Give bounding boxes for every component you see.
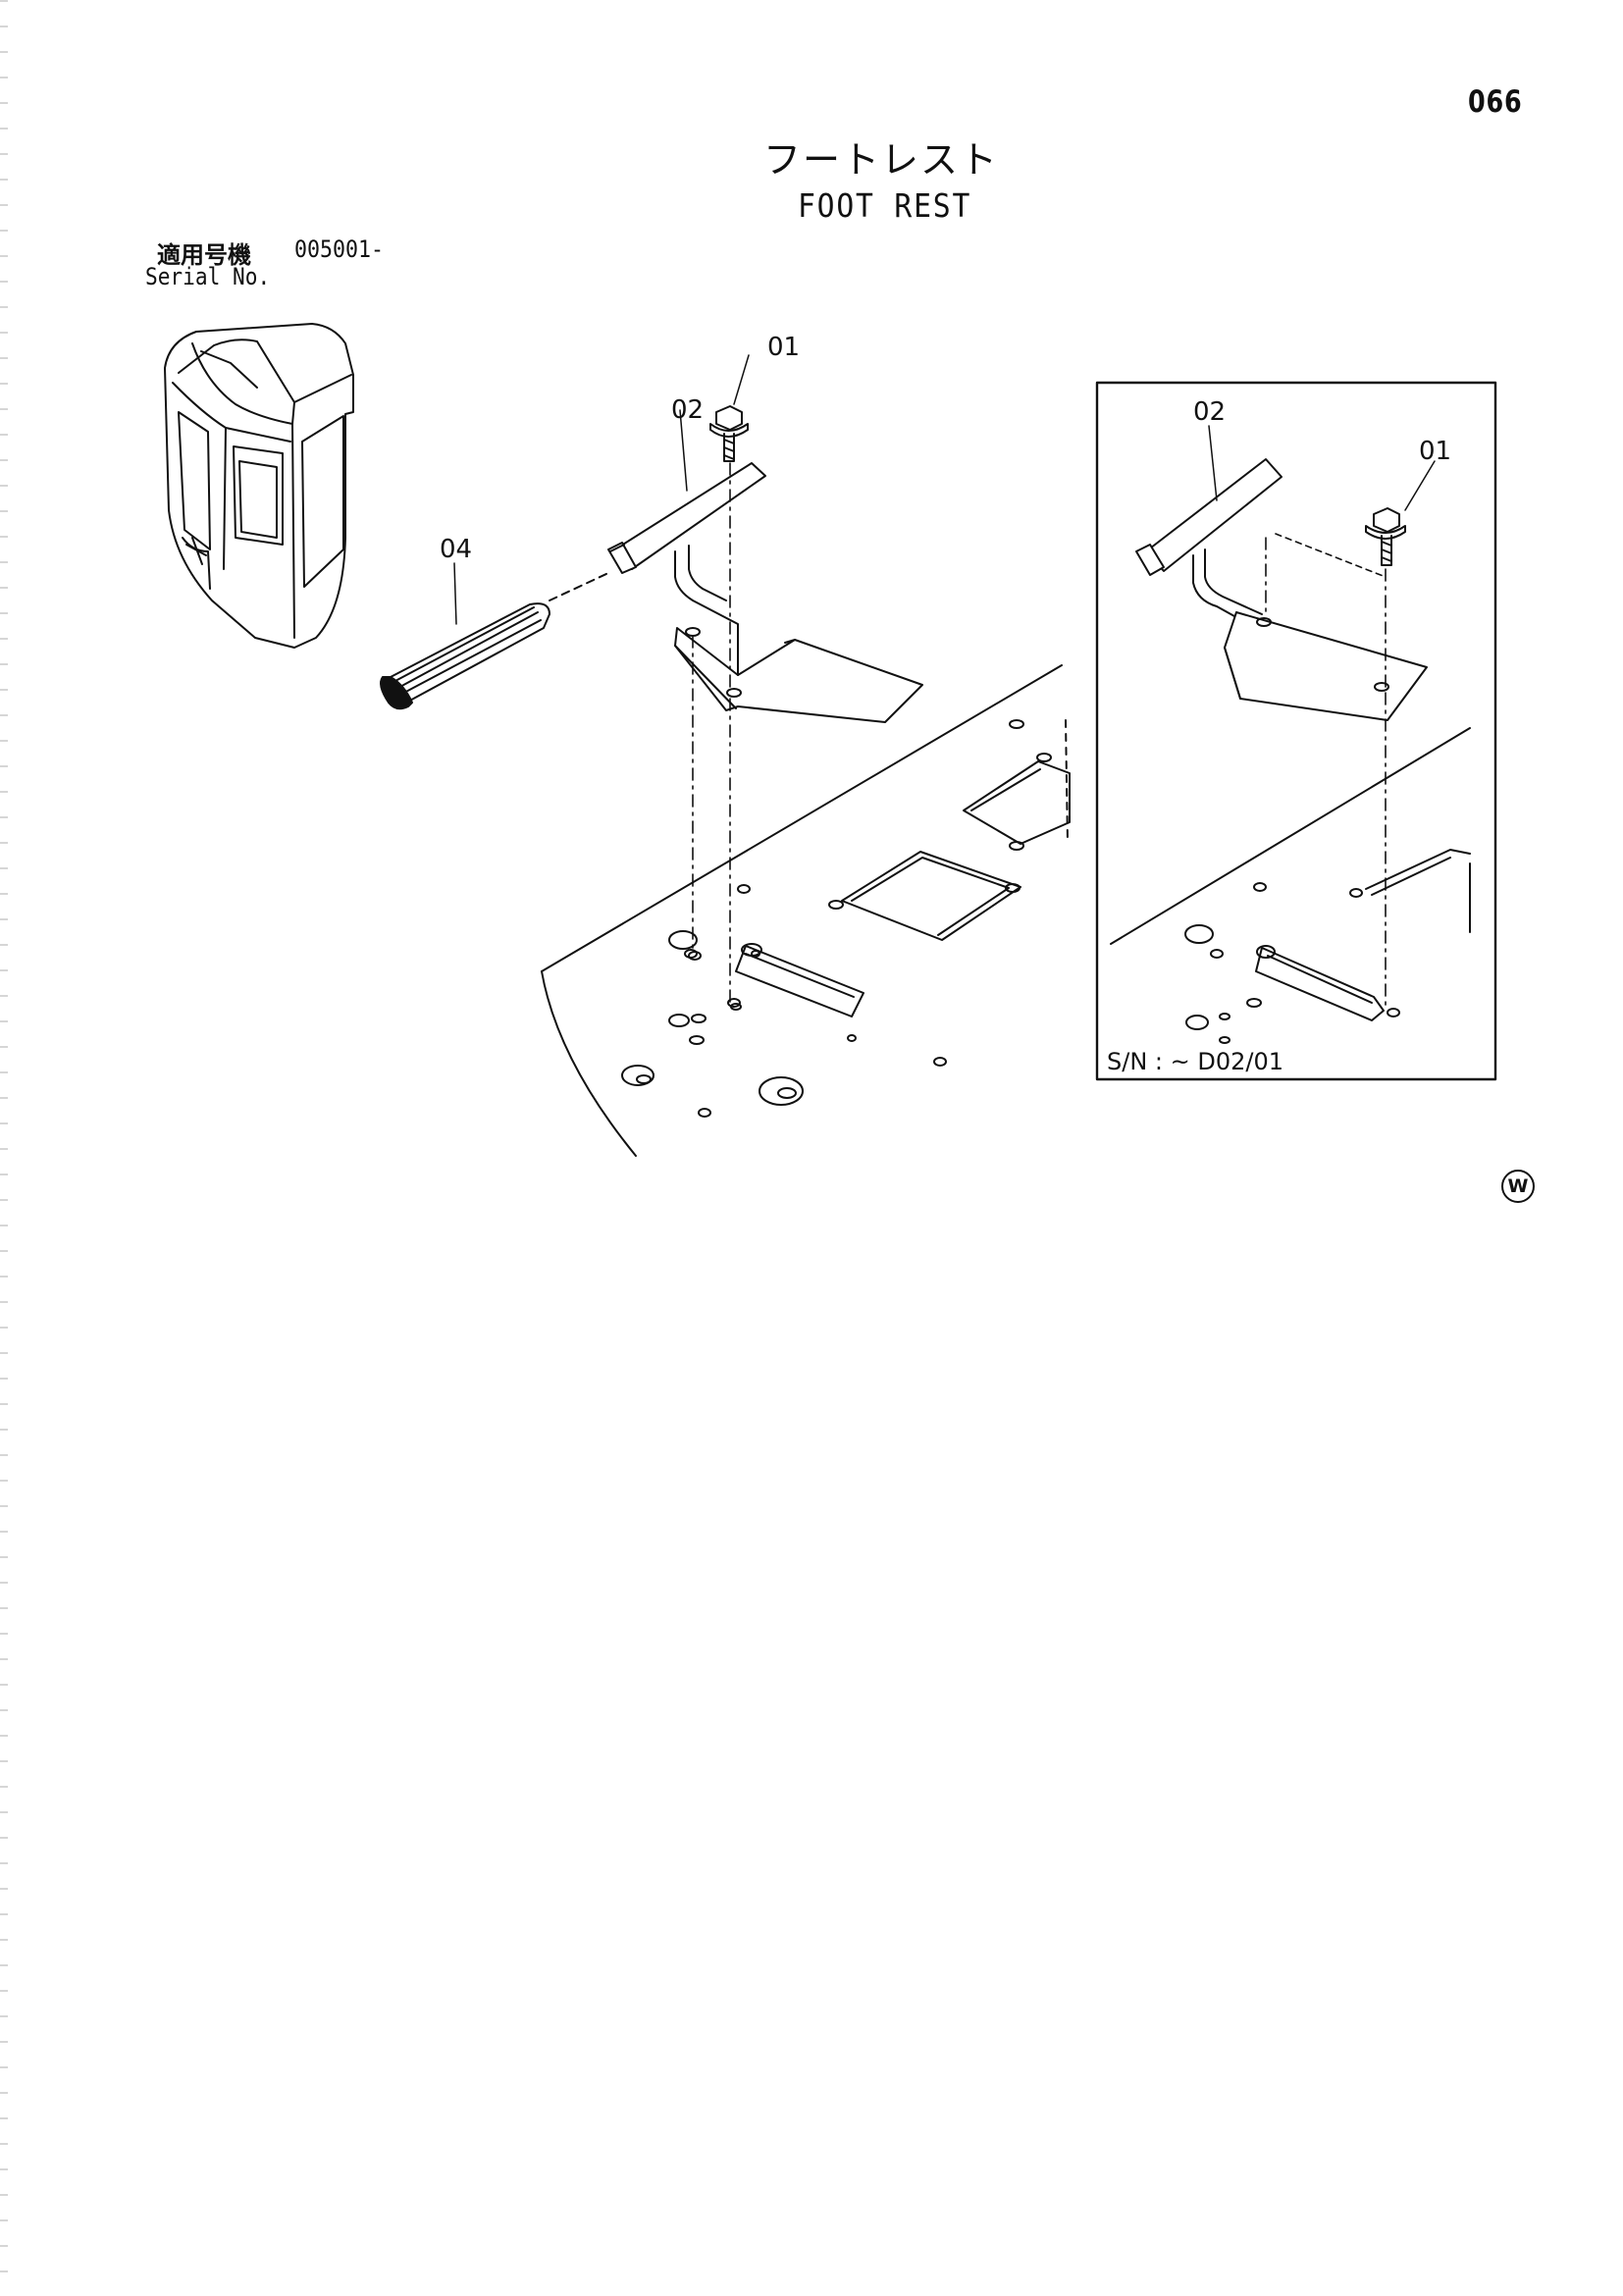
foot-rest-tube: [607, 462, 766, 574]
watermark-circle: W: [1501, 1170, 1535, 1203]
title-japanese: フートレスト: [763, 138, 1000, 182]
callout-04: 04: [440, 535, 472, 564]
page-number: 066: [1468, 84, 1523, 120]
inset-frame: [1095, 381, 1497, 1081]
floor-plate: [541, 664, 1071, 1157]
inset-guide-lines: [1265, 533, 1387, 1012]
serial-label-english: Serial No.: [145, 263, 271, 290]
leader-lines: [453, 354, 750, 625]
serial-range: 005001-: [294, 235, 385, 263]
foot-rest-bracket: [674, 545, 923, 723]
inset-tube: [1135, 458, 1283, 576]
inset-bracket: [1192, 548, 1428, 721]
callout-02: 02: [671, 395, 704, 425]
inset-serial-range: S/N : ~ D02/01: [1107, 1048, 1283, 1075]
guide-lines: [692, 462, 731, 1004]
title-english: FOOT REST: [798, 186, 972, 225]
serial-label-japanese: 適用号機: [157, 241, 251, 269]
inset-bolt: [1365, 507, 1406, 566]
inset-callout-02: 02: [1193, 397, 1226, 427]
inset-callout-01: 01: [1419, 437, 1451, 466]
grip-rubber: [380, 572, 609, 710]
page-edge-dots: [0, 0, 8, 2296]
callout-01: 01: [767, 333, 800, 362]
inset-leader-lines: [1208, 425, 1436, 511]
flange-bolt: [709, 405, 749, 462]
cab-thumbnail: [164, 323, 354, 649]
inset-floor-plate: [1110, 727, 1471, 1044]
